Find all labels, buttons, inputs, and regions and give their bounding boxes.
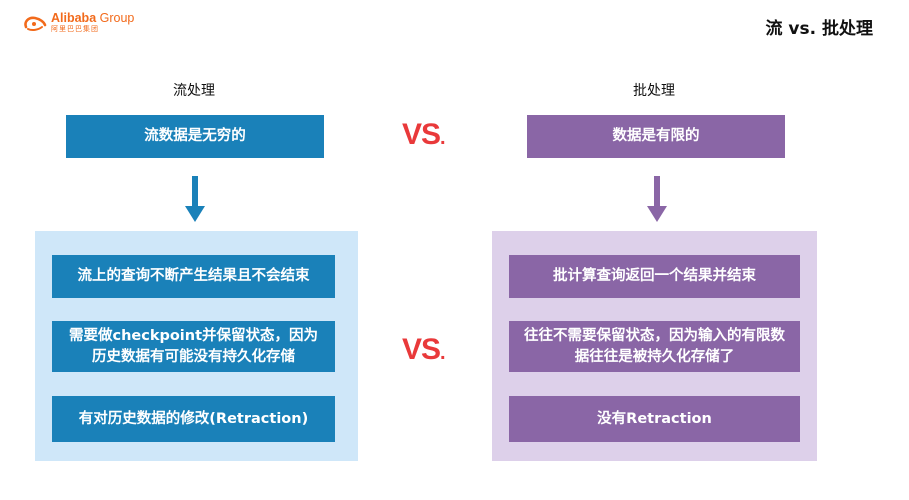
brand-name-cn: 阿里巴巴集团 bbox=[51, 25, 99, 33]
alibaba-logo-icon bbox=[24, 16, 47, 31]
batch-item-3: 没有Retraction bbox=[509, 396, 800, 442]
stream-item-1: 流上的查询不断产生结果且不会结束 bbox=[52, 255, 335, 298]
stream-down-arrow-icon bbox=[185, 176, 205, 222]
slide-title: 流 vs. 批处理 bbox=[765, 19, 874, 39]
vs-dot: . bbox=[440, 127, 445, 149]
vs-label-top: VS. bbox=[402, 118, 446, 152]
vs-dot: . bbox=[440, 342, 445, 364]
stream-heading: 流处理 bbox=[173, 83, 215, 99]
brand-name-light: Group bbox=[96, 11, 135, 25]
alibaba-group-logo: Alibaba Group 阿里巴巴集团 bbox=[22, 12, 134, 33]
batch-item-1: 批计算查询返回一个结果并结束 bbox=[509, 255, 800, 298]
vs-text: VS bbox=[402, 333, 441, 366]
vs-text: VS bbox=[402, 118, 441, 151]
stream-top-box: 流数据是无穷的 bbox=[66, 115, 324, 158]
stream-item-3: 有对历史数据的修改(Retraction) bbox=[52, 396, 335, 442]
batch-down-arrow-icon bbox=[647, 176, 667, 222]
vs-label-middle: VS. bbox=[402, 333, 446, 367]
batch-item-2: 往往不需要保留状态，因为输入的有限数据往往是被持久化存储了 bbox=[509, 321, 800, 372]
batch-top-box: 数据是有限的 bbox=[527, 115, 785, 158]
batch-heading: 批处理 bbox=[633, 83, 675, 99]
stream-item-2: 需要做checkpoint并保留状态，因为历史数据有可能没有持久化存储 bbox=[52, 321, 335, 372]
brand-name-bold: Alibaba bbox=[51, 11, 97, 25]
